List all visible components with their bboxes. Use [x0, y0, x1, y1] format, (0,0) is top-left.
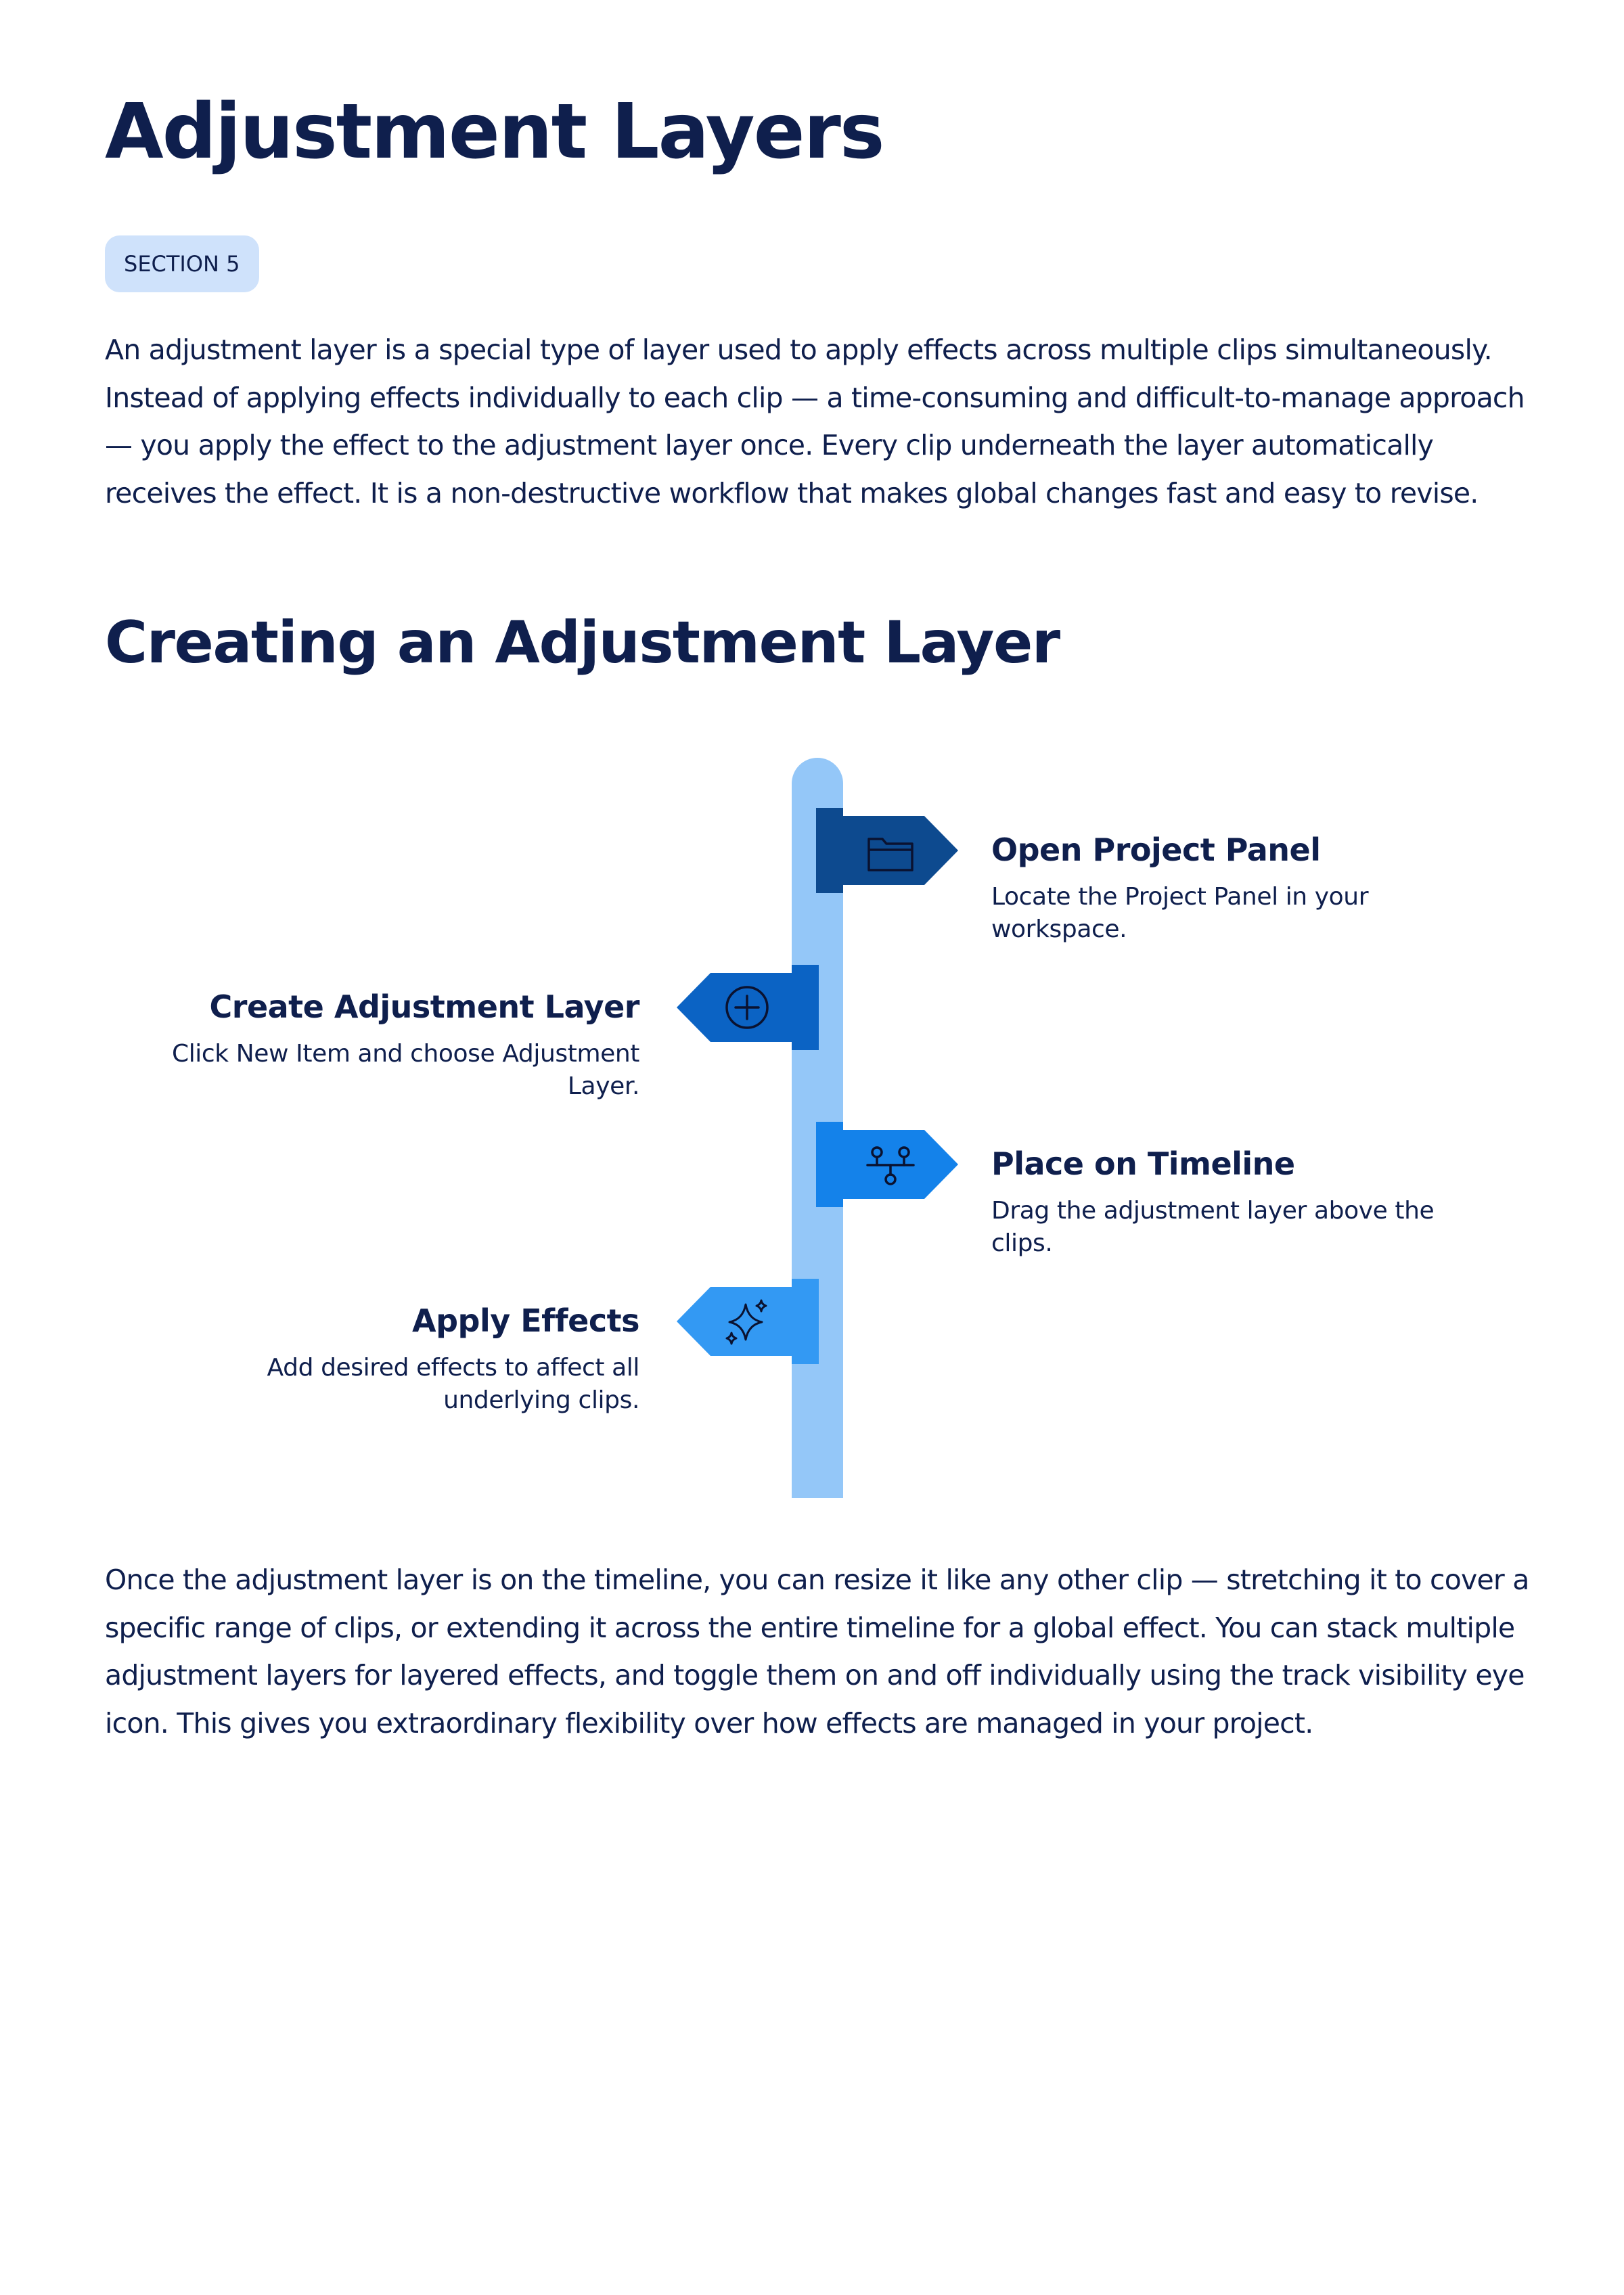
- section-badge: SECTION 5: [105, 235, 259, 292]
- intro-paragraph: An adjustment layer is a special type of…: [105, 334, 1525, 509]
- plus-circle-icon: [725, 986, 769, 1029]
- step-4-description: Add desired effects to affect all underl…: [267, 1354, 640, 1414]
- page-title: Adjustment Layers: [105, 88, 884, 176]
- step-4-flag: [677, 1279, 819, 1364]
- timeline-nodes-icon: [866, 1146, 915, 1185]
- step-2-title: Create Adjustment Layer: [209, 989, 640, 1025]
- sparkles-icon: [725, 1299, 767, 1345]
- step-4-title: Apply Effects: [411, 1302, 640, 1339]
- step-3-flag: [816, 1122, 958, 1207]
- step-3-title: Place on Timeline: [991, 1145, 1295, 1182]
- outro-paragraph: Once the adjustment layer is on the time…: [105, 1564, 1529, 1740]
- step-2-description: Click New Item and choose Adjustment Lay…: [171, 1040, 639, 1100]
- step-1-description: Locate the Project Panel in your workspa…: [991, 883, 1369, 943]
- section-heading: Creating an Adjustment Layer: [105, 609, 1060, 677]
- folder-icon: [867, 838, 914, 871]
- step-1-flag: [816, 808, 958, 893]
- step-2-flag: [677, 965, 819, 1050]
- step-3-description: Drag the adjustment layer above the clip…: [991, 1197, 1435, 1257]
- steps-timeline: Open Project Panel Locate the Project Pa…: [171, 758, 1435, 1498]
- step-1-title: Open Project Panel: [991, 832, 1321, 868]
